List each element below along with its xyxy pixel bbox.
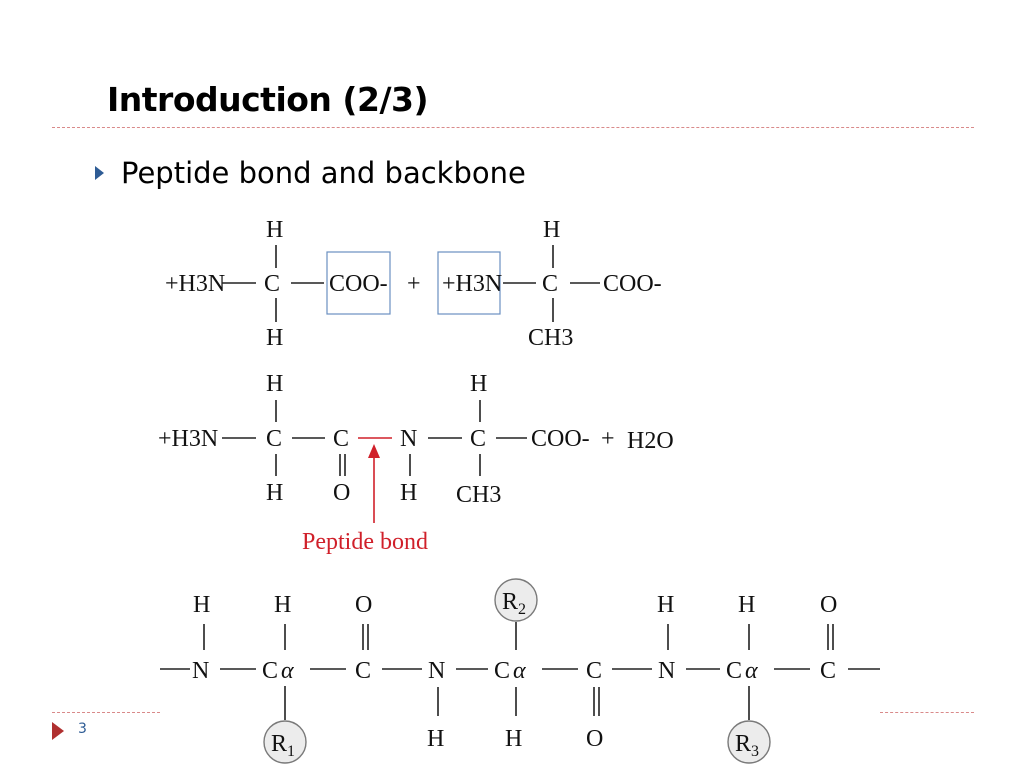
amino-highlight-box [437,251,501,315]
glycine-bottom-hydrogen: H [266,325,283,351]
polypeptide-backbone: N H C α H R1 C O N H C α H R2 C O [160,578,880,764]
dipeptide-bottom-hydrogen-1: H [266,480,283,506]
dipeptide-alpha-carbon-1: C [266,426,282,452]
dipeptide-top-hydrogen-1: H [266,371,283,397]
reaction-plus-sign-2: + [601,426,615,452]
backbone-alpha-hydrogen-1: H [274,592,291,618]
footer-divider-left [52,712,160,713]
glycine-top-hydrogen: H [266,217,283,243]
bullet-arrow-icon [95,166,104,180]
backbone-alpha-symbol-1: α [281,658,294,684]
backbone-alpha-carbon-2: C [494,658,510,684]
backbone-amide-hydrogen-1: H [193,592,210,618]
water-molecule: H2O [627,428,674,454]
glycine-carboxyl-group: COO- [329,271,388,297]
backbone-alpha-hydrogen-3: H [738,592,755,618]
side-chain-R3: R3 [735,731,759,760]
backbone-amide-hydrogen-3: H [657,592,674,618]
glycine-alpha-carbon: C [264,271,280,297]
arrow-head-icon [368,444,380,458]
peptide-bond-label: Peptide bond [302,529,428,555]
page-number: 3 [78,721,87,737]
alanine-alpha-carbon: C [542,271,558,297]
dipeptide-carbonyl-carbon: C [333,426,349,452]
dipeptide-top-hydrogen-2: H [470,371,487,397]
backbone-nitrogen-2: N [428,658,445,684]
backbone-amide-hydrogen-2: H [427,726,444,752]
dipeptide-carboxyl-group: COO- [531,426,590,452]
dipeptide-amide-hydrogen: H [400,480,417,506]
reaction-dipeptide: +H3N C H H C O N H C H CH3 COO- + H2O Pe… [158,371,674,555]
reaction-plus-sign: + [407,271,421,297]
side-chain-circle-1 [263,720,307,764]
dipeptide-carbonyl-oxygen: O [333,480,350,506]
dipeptide-amino-group: +H3N [158,426,218,452]
backbone-carbonyl-oxygen-1: O [355,592,372,618]
backbone-alpha-symbol-3: α [745,658,758,684]
alanine-amino-group: +H3N [442,271,502,297]
carboxyl-highlight-box [326,251,391,315]
bullet-text: Peptide bond and backbone [121,156,526,190]
backbone-carbonyl-oxygen-3: O [820,592,837,618]
reaction-glycine-alanine: +H3N C H H COO- + +H3N C H CH3 COO- [165,217,662,351]
backbone-carbonyl-carbon-1: C [355,658,371,684]
alanine-top-hydrogen: H [543,217,560,243]
side-chain-circle-3 [727,720,771,764]
footer-divider-right [880,712,974,713]
dipeptide-methyl-group: CH3 [456,482,501,508]
dipeptide-amide-nitrogen: N [400,426,417,452]
backbone-alpha-carbon-1: C [262,658,278,684]
footer-marker-icon [52,722,64,740]
title-divider [52,127,974,128]
backbone-carbonyl-carbon-3: C [820,658,836,684]
backbone-alpha-hydrogen-2: H [505,726,522,752]
glycine-amino-group: +H3N [165,271,225,297]
alanine-methyl-group: CH3 [528,325,573,351]
dipeptide-alpha-carbon-2: C [470,426,486,452]
backbone-carbonyl-oxygen-2: O [586,726,603,752]
alanine-carboxyl-group: COO- [603,271,662,297]
backbone-nitrogen-3: N [658,658,675,684]
side-chain-circle-2 [494,578,538,622]
side-chain-R1: R1 [271,731,295,760]
backbone-alpha-symbol-2: α [513,658,526,684]
backbone-nitrogen-1: N [192,658,209,684]
side-chain-R2: R2 [502,589,526,618]
backbone-alpha-carbon-3: C [726,658,742,684]
slide-title: Introduction (2/3) [107,80,429,119]
backbone-carbonyl-carbon-2: C [586,658,602,684]
